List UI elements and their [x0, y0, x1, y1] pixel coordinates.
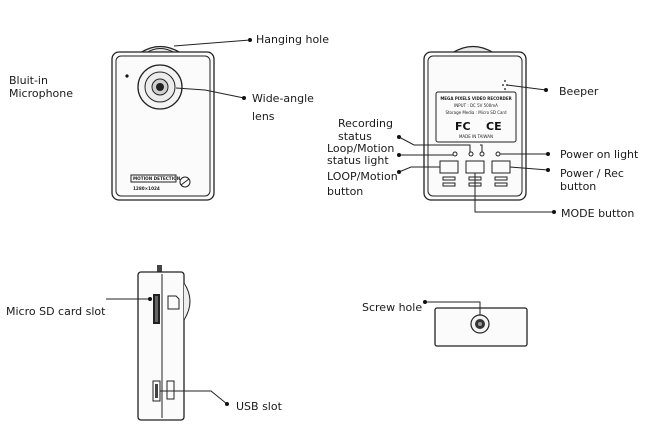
label-beeper: Beeper — [559, 85, 599, 98]
label-microphone-line2: Microphone — [9, 87, 73, 100]
leader-mode — [474, 173, 554, 213]
back-view: MEGA PIXELS VIDEO RECORDER INPUT : DC 5V… — [327, 45, 639, 220]
bottom-view: Screw hole — [362, 300, 528, 347]
leader-usb — [160, 390, 228, 405]
loop-motion-led — [452, 151, 458, 157]
screw-hole — [470, 314, 490, 334]
leader-beeper — [506, 84, 547, 91]
label-microphone-line1: Bluit-in — [9, 74, 48, 87]
label-mode: MODE button — [561, 207, 634, 220]
label-recording-status-2: status — [338, 130, 372, 143]
label-micro-sd: Micro SD card slot — [6, 305, 106, 318]
leader-lens — [175, 87, 245, 99]
motion-detection-print: MOTION DETECTION — [133, 176, 181, 181]
micro-sd-slot — [153, 294, 160, 324]
label-power-rec-1: Power / Rec — [560, 167, 624, 180]
leader-power-rec — [509, 166, 549, 171]
sticker-made-in: MADE IN TAIWAN — [459, 134, 493, 139]
resolution-print: 1280×1024 — [133, 186, 160, 191]
label-power-light: Power on light — [560, 148, 639, 161]
side-view: Micro SD card slot USB slot — [6, 265, 283, 421]
label-screw-hole: Screw hole — [362, 301, 422, 314]
label-loop-button-1: LOOP/Motion — [327, 170, 398, 183]
sticker-line3: Storage Media : Micro SD Card — [445, 110, 507, 115]
fcc-logo: FC — [455, 120, 471, 133]
label-recording-status-1: Recording — [338, 117, 393, 130]
sd-card-icon — [167, 295, 180, 310]
ce-logo: CE — [486, 120, 502, 133]
usb-icon — [166, 380, 175, 400]
label-hanging-hole: Hanging hole — [256, 33, 329, 46]
recording-led — [468, 151, 474, 157]
label-loop-light-1: Loop/Motion — [327, 142, 394, 155]
label-loop-button-2: button — [327, 185, 363, 198]
microphone-hole — [125, 74, 129, 78]
side-top-tab — [157, 265, 162, 272]
leader-screw-hole — [425, 301, 481, 316]
sticker-line1: MEGA PIXELS VIDEO RECORDER — [440, 96, 511, 101]
sticker-line2: INPUT : DC 5V 500mA — [454, 103, 498, 108]
label-lens-line1: Wide-angle — [252, 92, 314, 105]
label-usb: USB slot — [236, 400, 283, 413]
label-power-rec-2: button — [560, 180, 596, 193]
front-logo-icon — [179, 176, 191, 188]
wide-angle-lens — [137, 64, 183, 110]
info-sticker: MEGA PIXELS VIDEO RECORDER INPUT : DC 5V… — [435, 91, 517, 143]
leader-hanging-hole — [173, 39, 251, 47]
leader-loop-button — [398, 166, 440, 173]
front-view: MOTION DETECTION 1280×1024 Hanging hole … — [9, 33, 329, 201]
side-body — [137, 271, 185, 421]
side-lens-bulge — [183, 282, 191, 321]
leader-recording-status — [398, 136, 483, 152]
label-lens-line2: lens — [252, 110, 275, 123]
label-loop-light-2: status light — [327, 154, 389, 167]
